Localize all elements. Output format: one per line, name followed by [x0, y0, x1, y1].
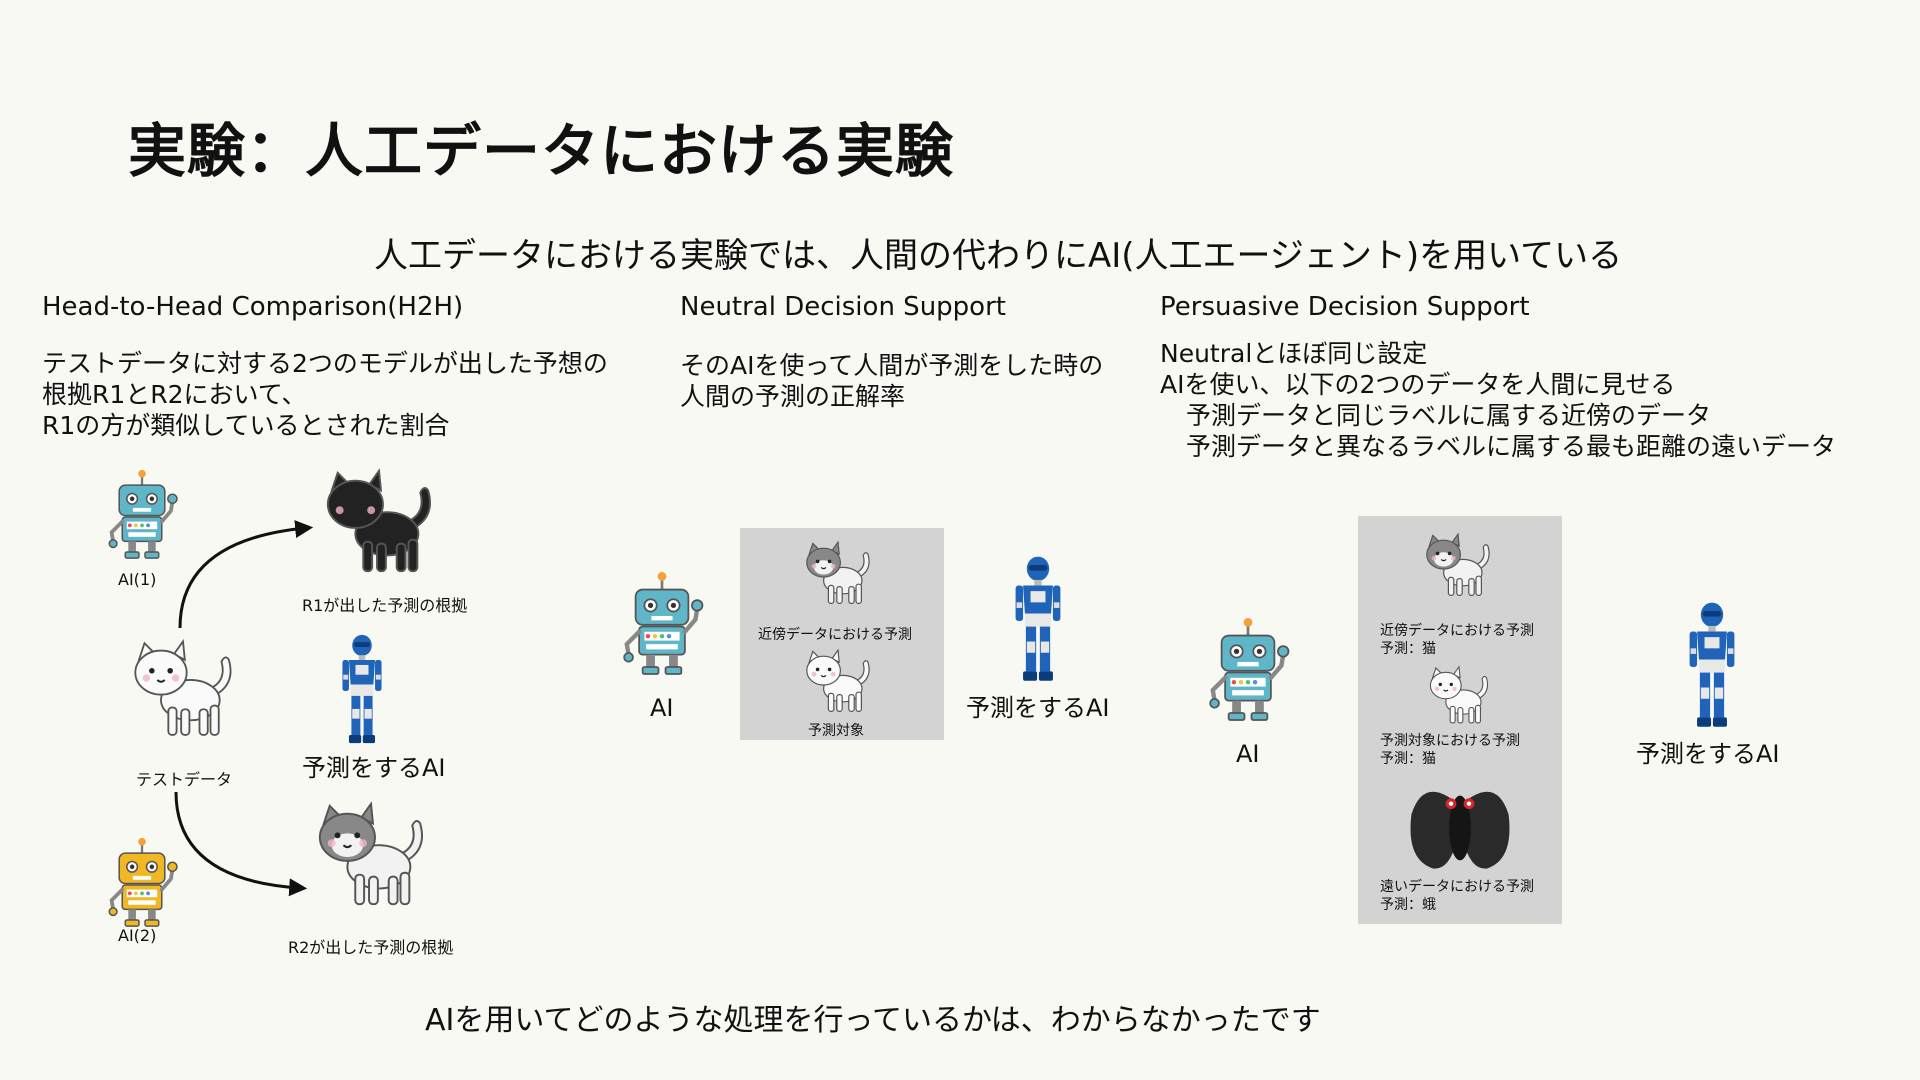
persuasive-neighbor-caption: 近傍データにおける予測 予測：猫: [1380, 622, 1534, 658]
persuasive-target-caption: 予測対象における予測 予測：猫: [1380, 732, 1520, 768]
neutral-ai-label: AI: [650, 694, 674, 722]
test-data-label: テストデータ: [136, 770, 233, 789]
persuasive-far-label: 遠いデータにおける予測: [1380, 879, 1534, 895]
neutral-neighbor-label: 近傍データにおける予測: [758, 627, 912, 643]
h2h-predicting-ai-label: 予測をするAI: [302, 754, 446, 782]
arrow-to-r2: [174, 791, 308, 897]
persuasive-description: Neutralとほぼ同じ設定 AIを使い、以下の2つのデータを人間に見せる 予測…: [1160, 338, 1836, 462]
persuasive-predicting-ai-icon: [1684, 598, 1740, 736]
footer-note: AIを用いてどのような処理を行っているかは、わからなかったです: [425, 1003, 1321, 1038]
persuasive-neighbor-label: 近傍データにおける予測: [1380, 623, 1534, 639]
persuasive-ai-robot-icon: [1204, 612, 1292, 726]
persuasive-line: 予測データと異なるラベルに属する最も距離の遠いデータ: [1186, 432, 1837, 461]
persuasive-predicting-ai-label: 予測をするAI: [1636, 740, 1780, 768]
h2h-line: テストデータに対する2つのモデルが出した予想の: [42, 349, 608, 378]
subtitle: 人工データにおける実験では、人間の代わりにAI(人工エージェント)を用いている: [374, 236, 1623, 276]
neutral-predicting-ai-icon: [1010, 552, 1066, 690]
arrow-to-r1: [178, 520, 314, 629]
page-title: 実験：人工データにおける実験: [128, 117, 955, 185]
persuasive-ai-label: AI: [1236, 740, 1260, 768]
neutral-evidence-panel: 近傍データにおける予測 予測対象: [740, 528, 944, 740]
persuasive-far-caption: 遠いデータにおける予測 予測：蛾: [1380, 878, 1534, 914]
persuasive-line: 予測データと同じラベルに属する近傍のデータ: [1186, 401, 1712, 430]
h2h-line: 根拠R1とR2において、: [42, 380, 307, 409]
persuasive-line: AIを使い、以下の2つのデータを人間に見せる: [1160, 370, 1676, 399]
persuasive-heading: Persuasive Decision Support: [1160, 292, 1530, 322]
r2-label: R2が出した予測の根拠: [288, 938, 454, 957]
persuasive-target-label: 予測対象における予測: [1380, 733, 1520, 749]
h2h-heading: Head-to-Head Comparison(H2H): [42, 292, 464, 322]
neutral-line: そのAIを使って人間が予測をした時の: [680, 351, 1104, 380]
r1-label: R1が出した予測の根拠: [302, 596, 468, 615]
persuasive-target-cat-icon: [1426, 664, 1492, 728]
h2h-line: R1の方が類似しているとされた割合: [42, 411, 450, 440]
neutral-target-cat-icon: [802, 648, 874, 716]
persuasive-neighbor-prediction: 予測：猫: [1380, 641, 1436, 657]
ai1-label: AI(1): [118, 570, 157, 589]
neutral-ai-robot-icon: [618, 566, 706, 680]
neutral-line: 人間の予測の正解率: [680, 382, 906, 411]
neutral-predicting-ai-label: 予測をするAI: [966, 694, 1110, 722]
persuasive-neighbor-cat-icon: [1422, 530, 1494, 602]
neutral-neighbor-cat-icon: [802, 538, 874, 610]
neutral-target-label: 予測対象: [808, 723, 864, 739]
neutral-heading: Neutral Decision Support: [680, 292, 1006, 322]
persuasive-evidence-panel: 近傍データにおける予測 予測：猫 予測対象における予測 予測：猫 遠いデータにお…: [1358, 516, 1562, 924]
persuasive-far-prediction: 予測：蛾: [1380, 897, 1436, 913]
h2h-description: テストデータに対する2つのモデルが出した予想の 根拠R1とR2において、 R1の…: [42, 348, 608, 441]
persuasive-line: Neutralとほぼ同じ設定: [1160, 339, 1428, 368]
persuasive-target-prediction: 予測：猫: [1380, 751, 1436, 767]
moth-icon: [1406, 778, 1514, 878]
ai2-label: AI(2): [118, 926, 157, 945]
neutral-description: そのAIを使って人間が予測をした時の 人間の予測の正解率: [680, 350, 1103, 412]
